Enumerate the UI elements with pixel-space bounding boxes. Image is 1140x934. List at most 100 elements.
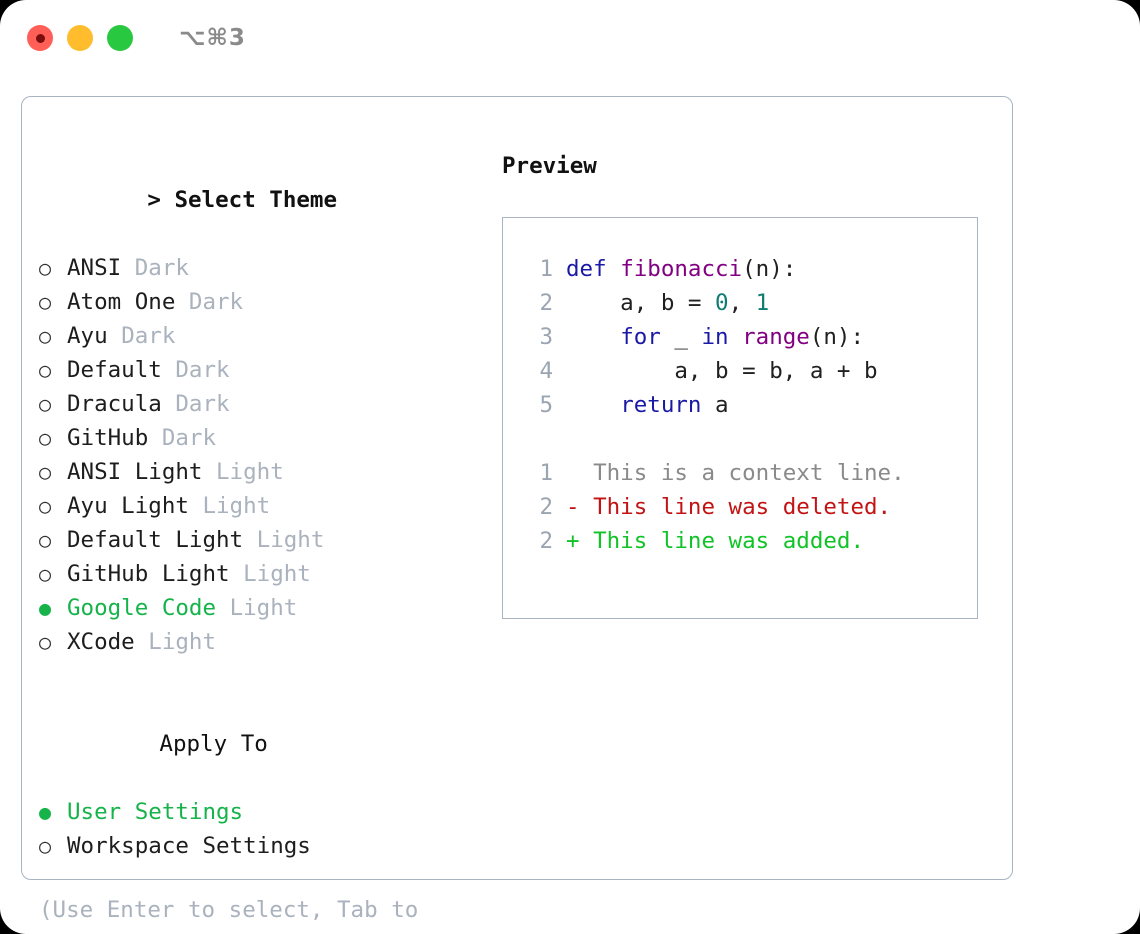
theme-option-default-light[interactable]: ○ Default Light Light <box>39 523 489 557</box>
code-line-number: 4 <box>539 358 553 384</box>
apply-to-indent <box>147 732 159 756</box>
theme-option-variant: Light <box>216 459 284 485</box>
radio-unselected-icon: ○ <box>39 290 52 314</box>
theme-option-variant: Dark <box>175 357 230 383</box>
code-line-content: def fibonacci(n): <box>566 252 796 286</box>
radio-selected-icon: ● <box>39 800 52 824</box>
theme-option-github-light[interactable]: ○ GitHub Light Light <box>39 557 489 591</box>
theme-option-name: Ayu Light <box>67 493 203 519</box>
theme-option-github[interactable]: ○GitHub Dark <box>39 421 489 455</box>
radio-unselected-icon: ○ <box>39 358 52 382</box>
theme-option-variant: Dark <box>188 289 244 315</box>
code-token-pl <box>729 324 743 350</box>
theme-selector-panel: > Select Theme ○ANSI Dark○Atom One Dark○… <box>21 96 1013 934</box>
code-line: 1 def fibonacci(n): <box>521 252 959 286</box>
diff-line-content: This is a context line. <box>566 460 905 486</box>
apply-to-heading: Apply To <box>39 693 489 795</box>
code-token-pl: (n): <box>809 324 865 350</box>
preview-heading: Preview <box>502 153 597 179</box>
code-token-pl: a, b = b, a + b <box>566 358 878 384</box>
radio-unselected-icon: ○ <box>39 528 52 552</box>
theme-option-ayu-light[interactable]: ○ Ayu Light Light <box>39 489 489 523</box>
theme-option-name: GitHub Light <box>67 561 244 587</box>
theme-option-name: Default Light <box>67 527 257 553</box>
theme-option-variant: Light <box>202 493 271 519</box>
select-theme-label: Select Theme <box>174 187 338 213</box>
code-line-content: a, b = 0, 1 <box>566 286 769 320</box>
diff-line-content: - This line was deleted. <box>566 494 892 520</box>
theme-option-ayu[interactable]: ○Ayu Dark <box>39 319 489 353</box>
code-line-number: 3 <box>539 324 553 350</box>
theme-option-name: Ayu <box>67 323 122 349</box>
code-token-pl: a, b = <box>566 290 716 316</box>
close-button[interactable] <box>27 25 53 51</box>
theme-option-xcode[interactable]: ○XCode Light <box>39 625 489 659</box>
diff-line-content: + This line was added. <box>566 528 865 554</box>
code-line-number: 2 <box>539 290 553 316</box>
code-line-content: for _ in range(n): <box>566 320 864 354</box>
theme-option-list: ○ANSI Dark○Atom One Dark○Ayu Dark○Defaul… <box>39 251 489 659</box>
theme-option-name: Default <box>67 357 176 383</box>
diff-line-del: 2 - This line was deleted. <box>521 490 959 524</box>
code-token-kw: in <box>701 324 729 350</box>
radio-unselected-icon: ○ <box>39 460 52 484</box>
list-spacer <box>39 659 489 693</box>
title-bar: ⌥⌘3 <box>0 0 1140 76</box>
code-token-kw: for <box>620 324 661 350</box>
code-line: 5 return a <box>521 388 959 422</box>
theme-option-ansi[interactable]: ○ANSI Dark <box>39 251 489 285</box>
diff-line-number: 2 <box>539 494 553 520</box>
theme-option-google-code[interactable]: ●Google Code Light <box>39 591 489 625</box>
code-token-pl: a <box>701 392 729 418</box>
theme-option-variant: Light <box>229 595 298 621</box>
theme-option-dracula[interactable]: ○Dracula Dark <box>39 387 489 421</box>
prompt-caret: > <box>147 187 175 213</box>
maximize-button[interactable] <box>107 25 133 51</box>
radio-unselected-icon: ○ <box>39 494 52 518</box>
code-token-pl: , <box>728 290 756 316</box>
theme-option-variant: Light <box>256 527 325 553</box>
apply-to-option-user-settings[interactable]: ●User Settings <box>39 795 489 829</box>
theme-option-atom-one[interactable]: ○ Atom One Dark <box>39 285 489 319</box>
code-token-kw: def <box>566 256 621 282</box>
diff-line-number: 1 <box>539 460 553 486</box>
apply-to-label: Apply To <box>159 731 268 757</box>
theme-option-variant: Dark <box>134 255 189 281</box>
select-theme-heading: > Select Theme <box>39 149 489 251</box>
code-token-kw: return <box>620 392 702 418</box>
apply-to-option-list: ●User Settings○Workspace Settings <box>39 795 489 863</box>
code-token-pl: _ <box>660 324 702 350</box>
diff-line-ctx: 1 This is a context line. <box>521 456 959 490</box>
radio-unselected-icon: ○ <box>39 562 52 586</box>
radio-unselected-icon: ○ <box>39 392 52 416</box>
code-token-fn: fibonacci <box>620 256 743 282</box>
code-token-fn: range <box>742 324 810 350</box>
code-token-num: 0 <box>715 290 729 316</box>
theme-option-variant: Light <box>243 561 311 587</box>
code-token-pl <box>566 392 620 418</box>
radio-selected-icon: ● <box>39 596 52 620</box>
code-line-number: 1 <box>539 256 553 282</box>
theme-option-name: Atom One <box>67 289 189 315</box>
theme-option-name: Dracula <box>67 391 176 417</box>
code-line-number: 5 <box>539 392 553 418</box>
theme-option-name: ANSI <box>67 255 135 281</box>
theme-option-variant: Dark <box>121 323 176 349</box>
diff-sample: 1 This is a context line. 2 - This line wa… <box>521 456 959 558</box>
theme-option-name: ANSI Light <box>67 459 217 485</box>
code-line-content: return a <box>566 388 729 422</box>
apply-to-option-workspace-settings[interactable]: ○Workspace Settings <box>39 829 489 863</box>
radio-unselected-icon: ○ <box>39 834 52 858</box>
radio-unselected-icon: ○ <box>39 426 52 450</box>
code-token-pl <box>566 324 620 350</box>
theme-option-default[interactable]: ○ Default Dark <box>39 353 489 387</box>
minimize-button[interactable] <box>67 25 93 51</box>
keyboard-hint-text: (Use Enter to select, Tab to change focu… <box>39 897 419 934</box>
theme-option-name: XCode <box>67 629 149 655</box>
code-line: 3 for _ in range(n): <box>521 320 959 354</box>
theme-option-ansi-light[interactable]: ○ ANSI Light Light <box>39 455 489 489</box>
theme-list-column: > Select Theme ○ANSI Dark○Atom One Dark○… <box>39 149 489 934</box>
